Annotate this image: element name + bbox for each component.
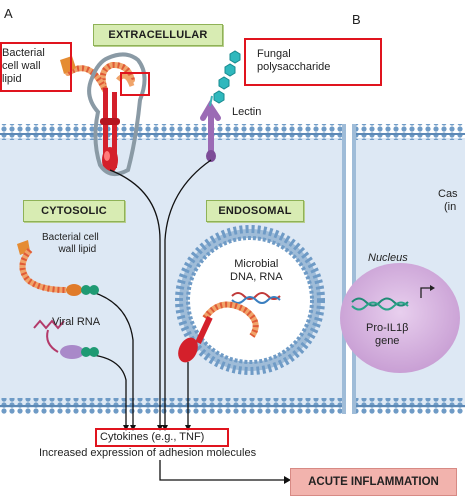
fungal-line-1: Fungal (257, 48, 291, 60)
plasma-membrane-top-b (354, 124, 465, 140)
adhesion-label: Increased expression of adhesion molecul… (39, 447, 257, 459)
arrow-to-inflammation (159, 460, 286, 481)
endosomal-receptor (178, 301, 259, 363)
receptor-highlight-outline (87, 52, 147, 176)
acute-inflammation-box: ACUTE INFLAMMATION (290, 468, 457, 496)
cytokines-label: Cytokines (e.g., TNF) (100, 431, 205, 443)
microbial-line-2: DNA, RNA (230, 271, 283, 283)
membrane-edge-a (342, 124, 346, 414)
arrowhead-inflammation (284, 476, 291, 484)
highlight-box-bacterial-lipid (0, 42, 72, 92)
microbial-dna-label: Microbial DNA, RNA (230, 258, 283, 284)
caspase-line-2: (in (444, 201, 457, 213)
membrane-edge-b (352, 124, 356, 414)
pro-il1b-line-2: gene (374, 335, 400, 347)
plasma-membrane-top-a (0, 124, 344, 140)
cytosolic-tag: CYTOSOLIC (23, 200, 125, 222)
pro-il1b-label: Pro-IL1β gene (366, 322, 408, 348)
bacterial-lipid-label-top: Bacterial cell wall lipid (2, 47, 45, 86)
viral-rna-label: Viral RNA (52, 316, 101, 328)
extracellular-tag: EXTRACELLULAR (93, 24, 223, 46)
pro-il1b-dna (351, 285, 435, 311)
bacterial-label-line-3: lipid (2, 73, 22, 85)
bacterial-label-line-2: cell wall (2, 60, 41, 72)
nucleus-label: Nucleus (368, 252, 408, 264)
fungal-line-2: polysaccharide (257, 61, 331, 73)
cyto-lipid-label: Bacterial cell wall lipid (42, 232, 99, 256)
plasma-membrane-bottom-a (0, 398, 344, 414)
endosomal-tag: ENDOSOMAL (206, 200, 304, 222)
panel-label-b: B (352, 12, 361, 27)
caspase-line-1: Cas (438, 188, 458, 200)
highlight-box-cytokines (95, 428, 229, 447)
caspase-partial-label: Cas (in (438, 188, 458, 214)
plasma-membrane-bottom-b (354, 398, 465, 414)
pro-il1b-line-1: Pro-IL1β (366, 322, 409, 334)
fungal-polysaccharide-label: Fungal polysaccharide (257, 48, 330, 74)
bacterial-label-line-1: Bacterial (2, 47, 45, 59)
cyto-lipid-line-1: Bacterial cell (42, 232, 99, 243)
lipid-head-top (60, 56, 76, 74)
viral-rna-sensor (33, 319, 99, 359)
lectin-label: Lectin (232, 106, 262, 118)
panel-label-a: A (4, 6, 13, 21)
fungal-polysaccharide-chain (209, 50, 241, 107)
cytosolic-lipid-receptor (17, 240, 99, 296)
highlight-box-fungal (244, 38, 382, 86)
microbial-line-1: Microbial (234, 258, 279, 270)
nucleus (340, 263, 460, 373)
microbial-dna (231, 292, 281, 304)
highlight-box-receptor (120, 72, 150, 96)
cyto-lipid-line-2: wall lipid (58, 244, 97, 255)
